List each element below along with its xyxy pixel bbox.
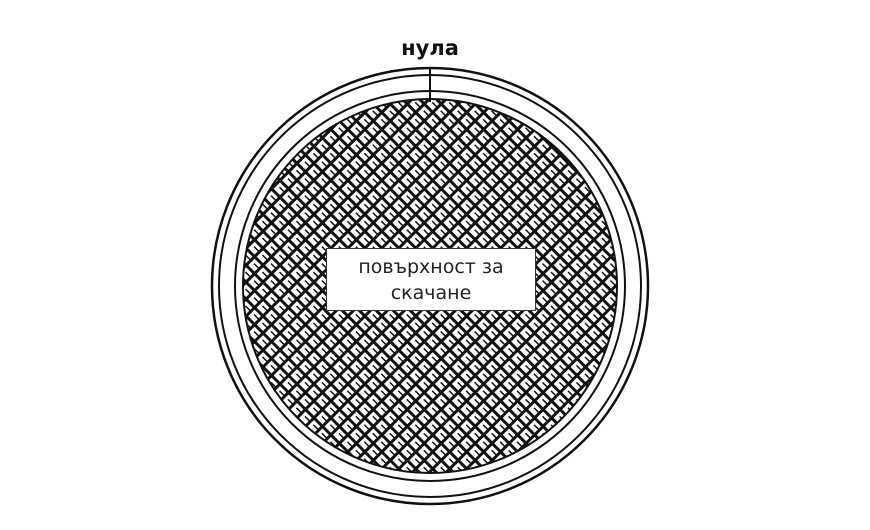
- surface-label-line2: скачане: [390, 281, 472, 304]
- zero-label: нула: [401, 36, 459, 60]
- surface-label-box: повърхност за скачане: [326, 248, 536, 311]
- surface-label-line1: повърхност за: [358, 255, 504, 278]
